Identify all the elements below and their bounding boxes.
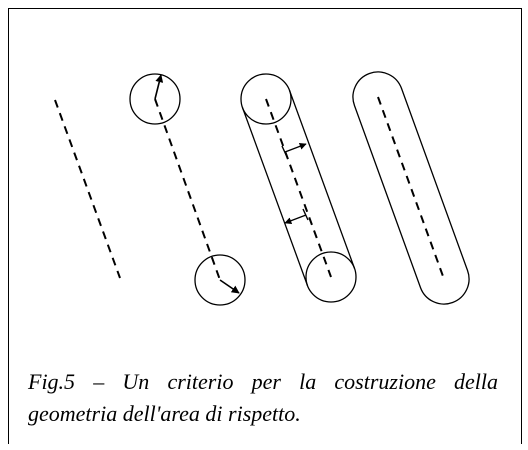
buffer-construction-diagram	[54, 71, 470, 306]
dashed-axis-line	[377, 96, 445, 280]
radius-arrow	[154, 74, 164, 100]
offset-tick	[302, 208, 309, 221]
start-circle	[240, 73, 292, 125]
stage-2-endpoint-circles	[129, 73, 246, 306]
offset-arrow	[284, 214, 307, 225]
radius-arrow	[219, 279, 240, 294]
figure-caption: Fig.5 – Un criterio per la costruzione d…	[28, 369, 498, 426]
offset-arrow	[284, 142, 307, 153]
figure-frame	[8, 8, 522, 444]
dashed-axis-line	[154, 98, 221, 281]
offset-tick	[281, 145, 288, 158]
start-circle	[129, 73, 181, 125]
stage-1-axis	[54, 99, 121, 279]
end-circle	[194, 254, 246, 306]
end-circle	[305, 251, 357, 303]
dashed-axis-line	[265, 98, 332, 278]
buffer-outline	[352, 71, 470, 305]
offset-line-left	[241, 107, 309, 286]
stage-4-buffer-outline	[352, 71, 470, 305]
dashed-axis-line	[54, 99, 121, 279]
offset-line-right	[288, 90, 356, 269]
stage-3-offset-lines	[240, 73, 357, 303]
